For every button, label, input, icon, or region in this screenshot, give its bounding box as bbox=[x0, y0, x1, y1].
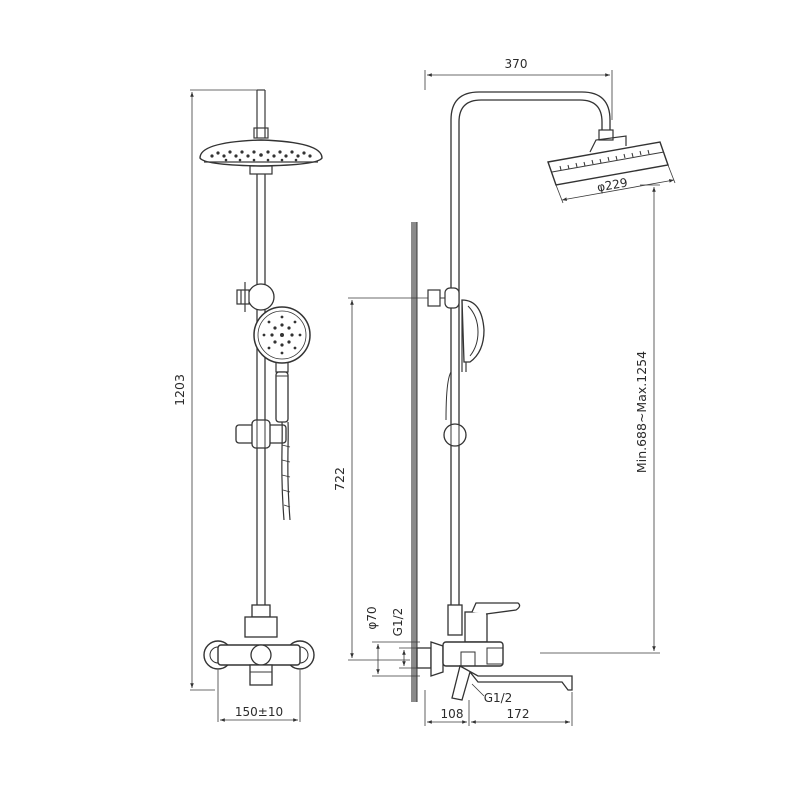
range-label: Min.688~Max.1254 bbox=[634, 351, 649, 473]
bottom-dimensions: 108 172 bbox=[424, 690, 573, 726]
bracket-dimension: 722 bbox=[332, 297, 432, 661]
side-shower-head: φ229 bbox=[547, 135, 676, 204]
spout-length-label: 172 bbox=[507, 707, 530, 721]
side-spout: G1/2 bbox=[451, 665, 573, 705]
height-label: 1203 bbox=[172, 374, 187, 406]
side-slider bbox=[443, 423, 467, 447]
front-riser-pipe bbox=[256, 174, 266, 610]
front-hose bbox=[281, 421, 291, 521]
width-dimension: 150±10 bbox=[217, 670, 301, 722]
spout-thread-label: G1/2 bbox=[484, 691, 513, 705]
inlet-dimension: φ70 G1/2 bbox=[365, 606, 420, 677]
head-diameter-label: φ229 bbox=[596, 175, 629, 194]
rain-shower-head bbox=[199, 139, 323, 175]
inlet-diameter-label: φ70 bbox=[365, 606, 379, 629]
front-handshower-holder bbox=[236, 282, 275, 312]
width-label: 150±10 bbox=[235, 705, 283, 719]
depth-label: 108 bbox=[441, 707, 464, 721]
top-pipe bbox=[253, 89, 269, 139]
front-slider bbox=[235, 419, 287, 449]
range-dimension: Min.688~Max.1254 bbox=[540, 184, 660, 654]
side-hand-shower bbox=[445, 299, 485, 421]
arm-dimension: 370 bbox=[424, 57, 613, 120]
front-view: 1203 bbox=[172, 89, 323, 722]
side-mixer bbox=[416, 602, 521, 677]
side-view: 370 φ229 bbox=[332, 57, 676, 726]
height-dimension: 1203 bbox=[172, 89, 262, 691]
side-handshower-holder bbox=[427, 287, 460, 309]
inlet-thread-label: G1/2 bbox=[391, 608, 405, 637]
arm-label: 370 bbox=[505, 57, 528, 71]
front-hand-shower bbox=[253, 306, 311, 423]
bracket-height-label: 722 bbox=[332, 467, 347, 491]
wall bbox=[411, 222, 418, 702]
front-mixer bbox=[203, 604, 315, 686]
side-riser-pipe bbox=[450, 91, 614, 610]
